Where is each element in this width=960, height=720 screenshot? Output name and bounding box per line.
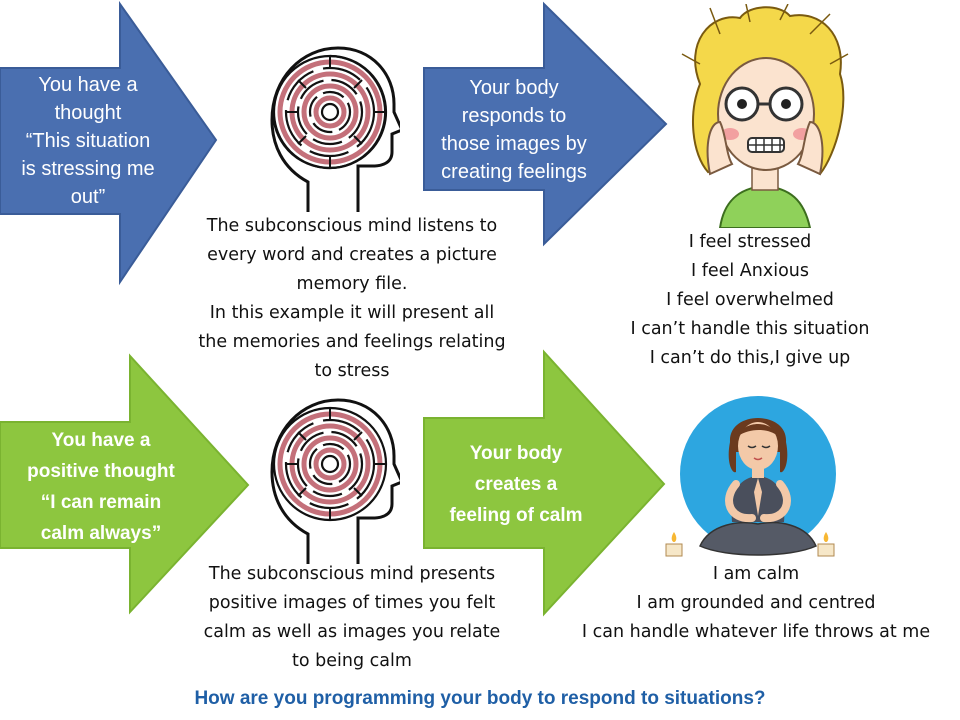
feelings-list-2: I am calm I am grounded and centred I can … bbox=[556, 560, 956, 647]
feeling-1-line: I feel Anxious bbox=[690, 261, 810, 281]
subconscious-text-1-line: to stress bbox=[314, 361, 390, 381]
head-maze-icon bbox=[270, 398, 400, 564]
thought-arrow-1-line: is stressing me bbox=[21, 158, 155, 180]
body-arrow-1-line: creating feelings bbox=[441, 161, 587, 183]
body-arrow-2-line: Your body bbox=[469, 442, 563, 464]
subconscious-text-2-line: positive images of times you felt bbox=[208, 593, 496, 613]
feeling-2-line: I am calm bbox=[712, 564, 800, 584]
feeling-1-line: I feel overwhelmed bbox=[666, 290, 834, 310]
thought-arrow-1-line: out” bbox=[70, 186, 106, 208]
footer-question: How are you programming your body to res… bbox=[194, 688, 766, 709]
subconscious-text-1-line: The subconscious mind listens to bbox=[206, 216, 498, 236]
candle-icon bbox=[665, 532, 835, 557]
meditating-woman-icon bbox=[665, 396, 836, 557]
subconscious-text-1: The subconscious mind listens to every wo… bbox=[172, 212, 532, 386]
feeling-2-line: I am grounded and centred bbox=[636, 593, 876, 613]
feeling-1-line: I can’t handle this situation bbox=[630, 319, 870, 339]
subconscious-text-1-line: every word and creates a picture bbox=[207, 245, 497, 265]
thought-arrow-1-line: You have a bbox=[38, 74, 138, 96]
thought-arrow-2-line: calm always” bbox=[40, 523, 162, 544]
body-arrow-2-text: Your body creates a feeling of calm bbox=[428, 424, 604, 544]
thought-arrow-1-line: “This situation bbox=[25, 130, 151, 152]
feelings-list-1: I feel stressed I feel Anxious I feel over… bbox=[600, 228, 900, 373]
thought-arrow-1-line: thought bbox=[54, 102, 122, 124]
thought-arrow-2-line: “I can remain bbox=[40, 492, 162, 513]
subconscious-text-2-line: The subconscious mind presents bbox=[208, 564, 496, 584]
body-arrow-1-text: Your body responds to those images by creat… bbox=[426, 70, 602, 190]
subconscious-text-1-line: In this example it will present all bbox=[209, 303, 495, 323]
thought-arrow-2-line: You have a bbox=[51, 430, 151, 451]
thought-arrow-2-line: positive thought bbox=[27, 461, 175, 482]
subconscious-text-2-line: calm as well as images you relate bbox=[203, 622, 501, 642]
body-arrow-1-line: Your body bbox=[469, 77, 559, 99]
subconscious-text-1-line: the memories and feelings relating bbox=[198, 332, 506, 352]
subconscious-text-2: The subconscious mind presents positive i… bbox=[172, 560, 532, 676]
stressed-woman-icon bbox=[681, 4, 849, 228]
body-arrow-1-line: those images by bbox=[441, 133, 587, 155]
subconscious-text-1-line: memory file. bbox=[296, 274, 408, 294]
feeling-1-line: I feel stressed bbox=[688, 232, 812, 252]
body-arrow-2-line: feeling of calm bbox=[449, 504, 583, 526]
thought-arrow-1-text: You have a thought “This situation is stres… bbox=[8, 70, 168, 212]
subconscious-text-2-line: to being calm bbox=[292, 651, 412, 671]
thought-arrow-2-text: You have a positive thought “I can remain c… bbox=[8, 428, 194, 546]
feeling-2-line: I can handle whatever life throws at me bbox=[581, 622, 931, 642]
body-arrow-2-line: creates a bbox=[474, 473, 558, 495]
head-maze-icon bbox=[270, 46, 400, 212]
body-arrow-1-line: responds to bbox=[461, 105, 567, 127]
feeling-1-line: I can’t do this,I give up bbox=[649, 348, 851, 368]
